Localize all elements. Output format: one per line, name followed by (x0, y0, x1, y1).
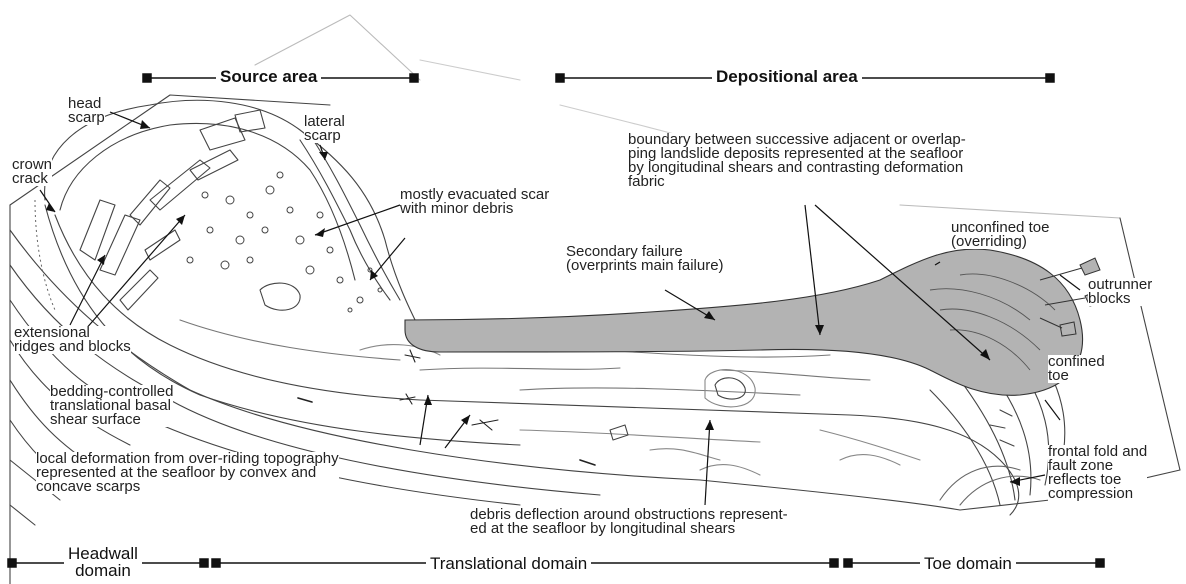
extensional-ridges-label: extensional ridges and blocks (14, 326, 131, 354)
translational-domain-label: Translational domain (426, 555, 591, 572)
toe-domain-label: Toe domain (920, 555, 1016, 572)
outrunner-blocks-label: outrunner blocks (1088, 278, 1152, 306)
source-area-header: Source area (216, 67, 321, 87)
boundary-label: boundary between successive adjacent or … (628, 133, 966, 189)
headwall-domain-label: Headwall domain (64, 545, 142, 579)
evacuated-scar-label: mostly evacuated scar with minor debris (400, 188, 549, 216)
debris-deflection-label: debris deflection around obstructions re… (470, 508, 788, 536)
head-scarp-label: head scarp (68, 97, 105, 125)
depositional-area-header: Depositional area (712, 67, 862, 87)
lateral-scarp-label: lateral scarp (304, 115, 345, 143)
unconfined-toe-label: unconfined toe (overriding) (951, 221, 1049, 249)
frontal-fold-label: frontal fold and fault zone reflects toe… (1048, 445, 1147, 501)
confined-toe-label: confined toe (1048, 355, 1105, 383)
local-deformation-label: local deformation from over-riding topog… (36, 452, 339, 494)
secondary-failure-label: Secondary failure (overprints main failu… (566, 245, 724, 273)
basal-shear-label: bedding-controlled translational basal s… (50, 385, 173, 427)
crown-crack-label: crown crack (12, 158, 52, 186)
